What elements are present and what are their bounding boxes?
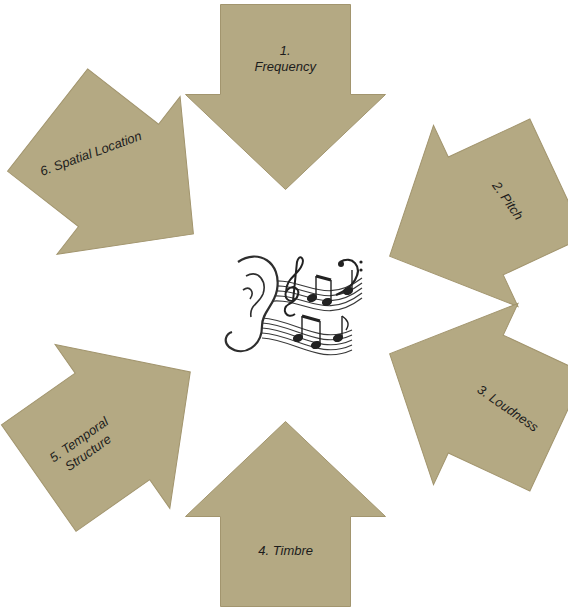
ear-outline — [226, 257, 278, 352]
note-stem — [301, 316, 302, 337]
note-beam — [302, 316, 320, 321]
treble-clef — [285, 257, 303, 315]
arrow-shape — [185, 4, 385, 189]
arrow-shape — [348, 87, 568, 346]
arrow-node: 3. Loudness — [348, 263, 568, 522]
staff-line — [262, 318, 352, 335]
note-stem — [330, 280, 331, 301]
arrow-shape — [0, 41, 255, 312]
arrow-node: 4. Timbre — [185, 421, 385, 606]
bass-clef-dot — [359, 268, 362, 271]
ear-inner — [243, 274, 264, 317]
arrow-node: 6. Spatial Location — [0, 41, 255, 312]
staff-line — [262, 333, 352, 350]
arrow-label: 1. Frequency — [250, 43, 320, 76]
bass-clef-dot — [338, 261, 344, 267]
arrow-outline — [185, 4, 385, 189]
note-flag — [342, 316, 348, 330]
arrow-shape — [348, 263, 568, 522]
note-stem — [341, 316, 342, 337]
music-notes — [293, 270, 354, 350]
bass-clef — [336, 260, 358, 295]
arrow-shape — [185, 421, 385, 606]
note-stem — [319, 321, 320, 344]
bass-clef-dot — [359, 260, 362, 263]
arrow-label: 4. Timbre — [235, 543, 335, 559]
arrow-node: 5. Temporal Structure — [0, 290, 247, 560]
staff-line — [262, 328, 352, 345]
arrow-outline — [348, 263, 568, 522]
arrow-node: 1. Frequency — [185, 4, 385, 189]
note-beam — [316, 276, 331, 280]
arrow-outline — [348, 87, 568, 346]
arrow-shape — [0, 290, 247, 560]
note-stem — [315, 276, 316, 297]
arrow-node: 2. Pitch — [348, 87, 568, 346]
arrow-outline — [0, 290, 247, 560]
note-stem — [351, 270, 352, 290]
arrow-outline — [185, 421, 385, 606]
